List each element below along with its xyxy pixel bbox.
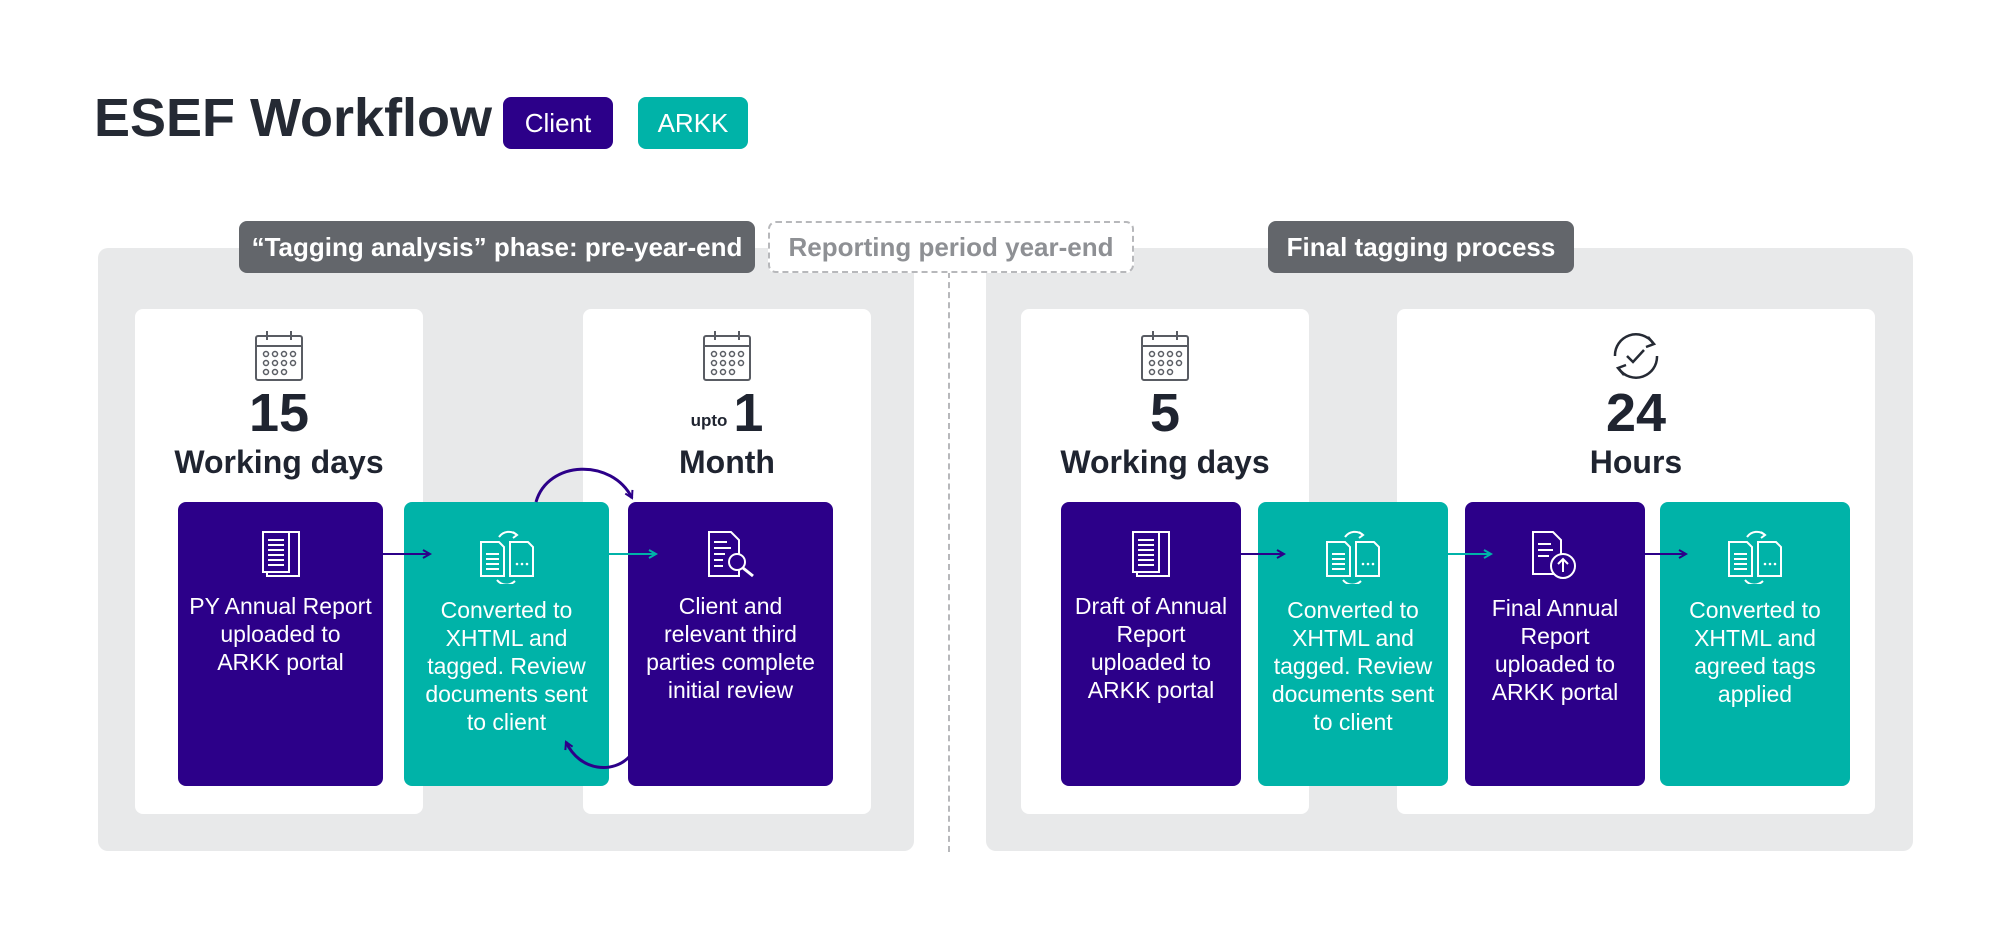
duration-unit: Working days <box>174 444 384 480</box>
step-text: Converted to XHTML and tagged. Review do… <box>425 597 588 735</box>
page-title: ESEF Workflow <box>94 88 493 148</box>
duration-24-hours: 24 Hours <box>1397 328 1875 482</box>
document-icon <box>1129 528 1173 580</box>
convert-documents-icon <box>1725 528 1785 584</box>
calendar-icon <box>583 328 871 384</box>
refresh-check-icon <box>1397 328 1875 384</box>
duration-unit: Working days <box>1060 444 1270 480</box>
step-text: Converted to XHTML and tagged. Review do… <box>1271 597 1435 735</box>
final-tagging-phase-tag: Final tagging process <box>1268 221 1574 273</box>
document-search-icon <box>705 528 757 580</box>
duration-number: 5 <box>1149 383 1181 443</box>
step-draft-annual-report-uploaded: Draft of Annual Report uploaded to ARKK … <box>1061 502 1241 786</box>
calendar-icon <box>1021 328 1309 384</box>
step-py-annual-report-uploaded: PY Annual Report uploaded to ARKK portal <box>178 502 383 786</box>
reporting-period-year-end-tag: Reporting period year-end <box>768 221 1134 273</box>
step-text: Draft of Annual Report uploaded to ARKK … <box>1074 593 1228 703</box>
duration-number: 15 <box>248 383 310 443</box>
step-converted-and-tagged: Converted to XHTML and tagged. Review do… <box>404 502 609 786</box>
step-text: PY Annual Report uploaded to ARKK portal <box>189 593 372 675</box>
duration-5-working-days: 5 Working days <box>1021 328 1309 482</box>
duration-unit: Hours <box>1589 444 1683 480</box>
convert-documents-icon <box>1323 528 1383 584</box>
upto-label: upto <box>690 411 728 430</box>
convert-documents-icon <box>477 528 537 584</box>
pre-year-end-phase-tag: “Tagging analysis” phase: pre-year-end <box>239 221 755 273</box>
legend-client-badge: Client <box>503 97 613 149</box>
step-final-annual-report-uploaded: Final Annual Report uploaded to ARKK por… <box>1465 502 1645 786</box>
loop-arrow-to-review <box>534 467 632 503</box>
year-end-divider-line <box>948 272 950 852</box>
duration-number: 24 <box>1605 383 1667 443</box>
loop-arrow-back-to-conversion <box>566 742 632 769</box>
legend-arkk-badge: ARKK <box>638 97 748 149</box>
step-text: Final Annual Report uploaded to ARKK por… <box>1491 595 1619 705</box>
document-upload-icon <box>1529 528 1581 582</box>
step-converted-tags-applied: Converted to XHTML and agreed tags appli… <box>1660 502 1850 786</box>
duration-unit: Month <box>679 444 775 480</box>
step-text: Client and relevant third parties comple… <box>646 593 815 703</box>
step-client-initial-review: Client and relevant third parties comple… <box>628 502 833 786</box>
duration-15-working-days: 15 Working days <box>135 328 423 482</box>
step-text: Converted to XHTML and agreed tags appli… <box>1689 597 1821 707</box>
calendar-icon <box>135 328 423 384</box>
document-icon <box>259 528 303 580</box>
step-converted-and-tagged-final: Converted to XHTML and tagged. Review do… <box>1258 502 1448 786</box>
